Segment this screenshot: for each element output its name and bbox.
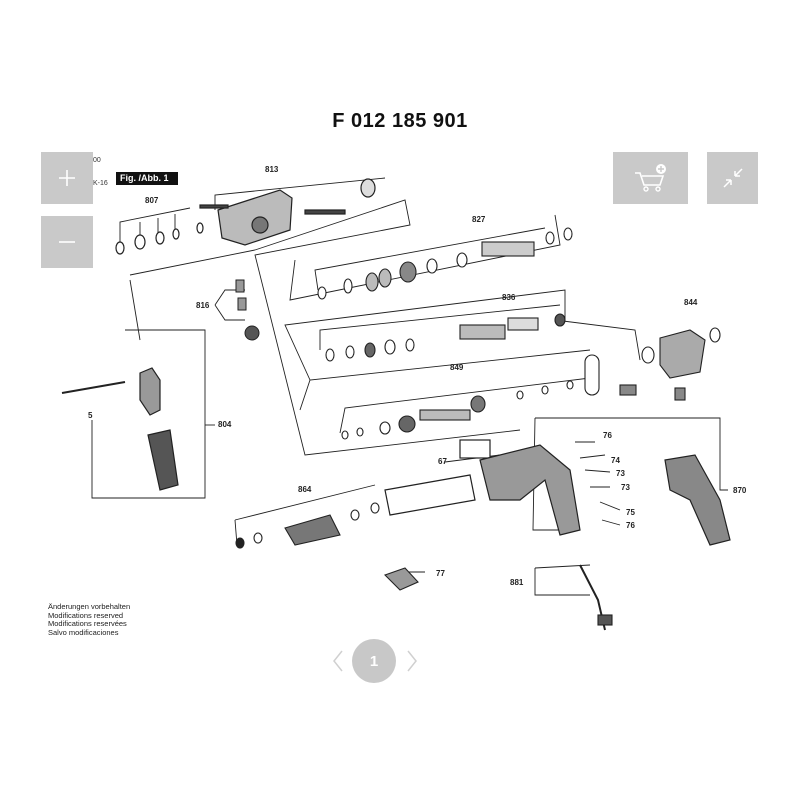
part-label-5: 5 — [88, 411, 93, 420]
part-label-881: 881 — [510, 578, 524, 587]
part-label-804: 804 — [218, 420, 232, 429]
part-label-76-bottom: 76 — [626, 521, 635, 530]
figure-tag: Fig. /Abb. 1 — [116, 172, 178, 185]
part-label-813: 813 — [265, 165, 279, 174]
part-label-849: 849 — [450, 363, 464, 372]
note-line: Modifications reservées — [48, 619, 127, 628]
plus-icon — [58, 169, 76, 187]
part-label-77: 77 — [436, 569, 445, 578]
note-line: Änderungen vorbehalten — [48, 602, 131, 611]
chevron-right-icon — [402, 650, 422, 678]
part-label-807: 807 — [145, 196, 159, 205]
modification-notes: Änderungen vorbehalten Modifications res… — [48, 602, 131, 637]
chevron-left-icon — [328, 650, 348, 678]
part-label-844: 844 — [684, 298, 698, 307]
cart-icon — [631, 163, 671, 193]
previous-page-button[interactable] — [328, 648, 348, 674]
part-label-827: 827 — [472, 215, 486, 224]
part-label-73-upper: 73 — [616, 469, 625, 478]
edge-text-bottom: K-16 — [93, 180, 108, 187]
part-label-76-top: 76 — [603, 431, 612, 440]
note-line: Modifications reserved — [48, 610, 124, 620]
minus-icon — [58, 233, 76, 251]
zoom-in-button[interactable] — [41, 152, 93, 204]
part-label-836: 836 — [502, 293, 516, 302]
add-to-cart-button[interactable] — [613, 152, 688, 204]
collapse-arrows-icon — [721, 166, 745, 190]
part-label-73-lower: 73 — [621, 483, 630, 492]
part-label-75: 75 — [626, 508, 635, 517]
next-page-button[interactable] — [402, 648, 422, 674]
part-label-816: 816 — [196, 301, 210, 310]
zoom-out-button[interactable] — [41, 216, 93, 268]
part-label-74: 74 — [611, 456, 620, 465]
edge-text-top: 00 — [93, 157, 101, 164]
document-title: F 012 185 901 — [332, 110, 468, 132]
collapse-button[interactable] — [707, 152, 758, 204]
part-label-870: 870 — [733, 486, 747, 495]
page-indicator[interactable]: 1 — [352, 639, 396, 683]
part-label-67: 67 — [438, 457, 447, 466]
note-line: Salvo modificaciones — [48, 627, 119, 637]
part-label-864: 864 — [298, 485, 312, 494]
